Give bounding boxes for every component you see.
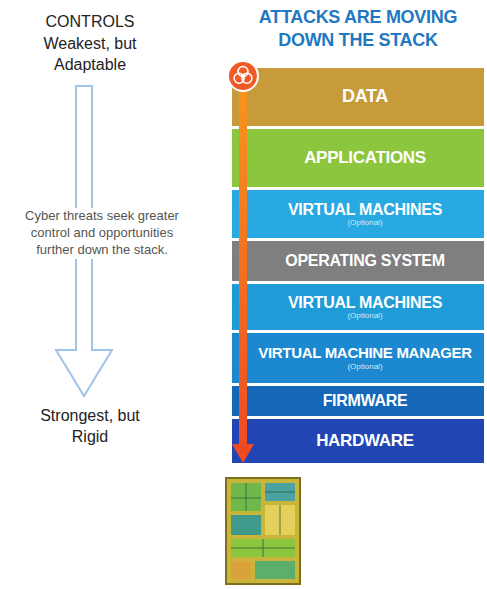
attack-arrow-head <box>232 444 254 463</box>
chip-traces <box>231 483 295 557</box>
biohazard-icon <box>228 61 258 91</box>
layer-name: APPLICATIONS <box>304 149 426 168</box>
stack-layer-band: OPERATING SYSTEM <box>232 241 484 281</box>
note-text: Cyber threats seek greater control and o… <box>14 208 190 259</box>
layer-note: (Optional) <box>347 219 382 227</box>
layer-name: VIRTUAL MACHINE MANAGER <box>258 345 472 362</box>
layer-note: (Optional) <box>347 363 382 371</box>
title: ATTACKS ARE MOVING DOWN THE STACK <box>232 6 484 51</box>
layer-name: HARDWARE <box>316 432 414 451</box>
attack-arrow-shaft <box>239 92 247 445</box>
side-label: CONTROLS <box>20 12 160 33</box>
layer-name: VIRTUAL MACHINES <box>288 201 442 219</box>
stack-layer-band: HARDWARE <box>232 419 484 463</box>
layer-note: (Optional) <box>347 312 382 320</box>
chip-block <box>231 561 251 579</box>
chip-image <box>226 478 300 584</box>
chip-block <box>231 515 261 535</box>
side-label: Strongest, but Rigid <box>35 406 145 448</box>
stack-layer-band: DATA <box>232 68 484 126</box>
stack-layer-band: FIRMWARE <box>232 386 484 416</box>
stack-layer-band: APPLICATIONS <box>232 129 484 187</box>
stack-layer-band: VIRTUAL MACHINES(Optional) <box>232 284 484 330</box>
chip-body <box>226 478 300 584</box>
side-label: Weakest, but Adaptable <box>35 34 145 76</box>
stack-layer-band: VIRTUAL MACHINES(Optional) <box>232 190 484 238</box>
layer-name: DATA <box>342 87 388 107</box>
layer-name: OPERATING SYSTEM <box>285 252 444 270</box>
layer-name: FIRMWARE <box>323 392 408 410</box>
layer-name: VIRTUAL MACHINES <box>288 294 442 312</box>
chip-block <box>255 561 295 579</box>
stack-layer-band: VIRTUAL MACHINE MANAGER(Optional) <box>232 333 484 383</box>
